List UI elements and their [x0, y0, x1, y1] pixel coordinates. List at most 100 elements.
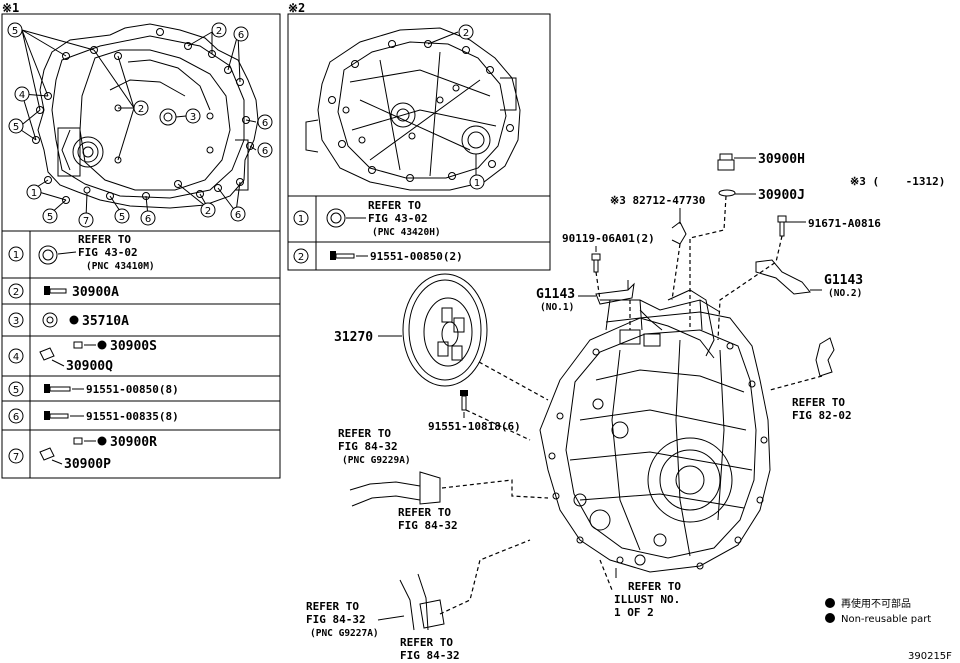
- svg-text:3: 3: [13, 316, 19, 327]
- legend-english: Non-reusable part: [841, 614, 931, 625]
- inset2-housing-drawing: [305, 27, 521, 191]
- label-90119-06A01: 90119-06A01(2): [562, 232, 655, 245]
- svg-text:91551-00835(8): 91551-00835(8): [86, 410, 179, 423]
- bolt-icon: [330, 251, 355, 260]
- ref-illust-line2: ILLUST NO.: [614, 593, 680, 606]
- clip-icon: [671, 221, 687, 245]
- svg-text:2: 2: [298, 252, 304, 263]
- svg-text:6: 6: [145, 214, 151, 225]
- svg-text:2: 2: [205, 206, 211, 217]
- figure-id: 390215F: [908, 651, 952, 662]
- svg-text:2: 2: [138, 104, 144, 115]
- legend: 再使用不可部品 Non-reusable part: [825, 597, 931, 625]
- svg-text:5: 5: [119, 212, 125, 223]
- inset1-parts-table: 1 REFER TO FIG 43-02 (PNC 43410M) 2 3090…: [2, 230, 280, 478]
- inset2-frame: [287, 13, 551, 271]
- ref-fig-84-32-a-line1: REFER TO: [338, 427, 391, 440]
- svg-text:30900S: 30900S: [110, 339, 157, 354]
- svg-text:6: 6: [13, 412, 19, 423]
- svg-text:91551-00850(2): 91551-00850(2): [370, 250, 463, 263]
- transaxle-assembly-drawing: [539, 289, 771, 573]
- svg-text:5: 5: [47, 212, 53, 223]
- ref-fig-82-02-line2: FIG 82-02: [792, 409, 852, 422]
- svg-text:1: 1: [31, 188, 37, 199]
- svg-text:7: 7: [13, 452, 19, 463]
- label-g1143-no1: G1143: [536, 287, 575, 302]
- inset1-marker: ※1: [2, 1, 19, 15]
- svg-text:FIG 43-02: FIG 43-02: [78, 246, 138, 259]
- svg-text:1: 1: [298, 214, 304, 225]
- sensor-drawing: [815, 337, 835, 377]
- clutch-disc-drawing: [402, 273, 488, 387]
- inset1-housing-drawing: [32, 23, 259, 209]
- bracket-no1-drawing: [595, 280, 635, 305]
- ref-fig-84-32-c-line3: (PNC G9227A): [310, 628, 379, 639]
- svg-text:6: 6: [262, 118, 268, 129]
- label-91551-10818: 91551-10818(6): [428, 420, 521, 433]
- svg-text:30900A: 30900A: [72, 285, 119, 300]
- bolt-icon: [44, 411, 69, 420]
- bolt-icon: [591, 253, 601, 273]
- svg-text:5: 5: [12, 26, 18, 37]
- svg-text:7: 7: [83, 216, 89, 227]
- inset1-frame: [1, 13, 281, 479]
- non-reusable-dot-icon: [97, 436, 107, 446]
- inset2-callouts: 2 1: [458, 24, 485, 190]
- dashed-leaders: [439, 195, 823, 615]
- label-82712-47730: ※3 82712-47730: [610, 194, 705, 207]
- svg-text:30900P: 30900P: [64, 457, 111, 472]
- svg-text:30900Q: 30900Q: [66, 359, 113, 374]
- label-30900H: 30900H: [758, 152, 805, 167]
- svg-text:4: 4: [19, 90, 25, 101]
- label-30900J: 30900J: [758, 188, 805, 203]
- svg-text:1: 1: [474, 178, 480, 189]
- inset2-leaders: [427, 31, 477, 176]
- ref-fig-84-32-c-line2: FIG 84-32: [306, 613, 366, 626]
- inset1-callouts: 5 2 6 4 2 3 6 5 6 1 2 5 7 5 6 6: [7, 22, 273, 228]
- svg-text:FIG 43-02: FIG 43-02: [368, 212, 428, 225]
- inset2-parts-table: 1 REFER TO FIG 43-02 (PNC 43420H) 2 9155…: [288, 195, 550, 270]
- label-g1143-no2: G1143: [824, 273, 863, 288]
- non-reusable-dot-icon: [825, 598, 835, 608]
- non-reusable-dot-icon: [69, 315, 79, 325]
- bolt-icon: [777, 215, 787, 237]
- svg-text:30900R: 30900R: [110, 435, 157, 450]
- svg-text:(PNC 43420H): (PNC 43420H): [372, 227, 441, 238]
- ref-fig-84-32-d-line2: FIG 84-32: [400, 649, 460, 662]
- bolt-icon: [717, 153, 735, 171]
- legend-japanese: 再使用不可部品: [841, 597, 911, 610]
- non-reusable-dot-icon: [825, 613, 835, 623]
- ref-fig-84-32-b-line2: FIG 84-32: [398, 519, 458, 532]
- ref-illust-line1: REFER TO: [628, 580, 681, 593]
- ref-fig-84-32-b-line1: REFER TO: [398, 506, 451, 519]
- washer-icon: [718, 189, 736, 197]
- bolt-icon: [44, 286, 67, 295]
- svg-text:1: 1: [13, 250, 19, 261]
- svg-text:5: 5: [13, 122, 19, 133]
- svg-text:2: 2: [463, 28, 469, 39]
- svg-text:6: 6: [238, 30, 244, 41]
- svg-text:6: 6: [235, 210, 241, 221]
- non-reusable-dot-icon: [97, 340, 107, 350]
- label-range: ※3 ( -1312): [850, 175, 945, 188]
- ref-fig-84-32-d-line1: REFER TO: [400, 636, 453, 649]
- inset2-marker: ※2: [288, 1, 305, 15]
- ref-fig-82-02-line1: REFER TO: [792, 396, 845, 409]
- svg-text:4: 4: [13, 352, 19, 363]
- svg-text:2: 2: [13, 287, 19, 298]
- svg-text:6: 6: [262, 146, 268, 157]
- svg-text:3: 3: [190, 112, 196, 123]
- bolt-icon: [460, 390, 468, 411]
- svg-text:91551-00850(8): 91551-00850(8): [86, 383, 179, 396]
- label-no2: (NO.2): [828, 288, 862, 299]
- label-91671-A0816: 91671-A0816: [808, 217, 881, 230]
- svg-text:(PNC 43410M): (PNC 43410M): [86, 261, 155, 272]
- ref-fig-84-32-c-line1: REFER TO: [306, 600, 359, 613]
- svg-text:2: 2: [216, 26, 222, 37]
- label-31270: 31270: [334, 330, 373, 345]
- bolt-icon: [44, 384, 71, 393]
- hose-drawing: [349, 471, 445, 631]
- bracket-no2-drawing: [755, 259, 811, 295]
- ref-fig-84-32-a-line2: FIG 84-32: [338, 440, 398, 453]
